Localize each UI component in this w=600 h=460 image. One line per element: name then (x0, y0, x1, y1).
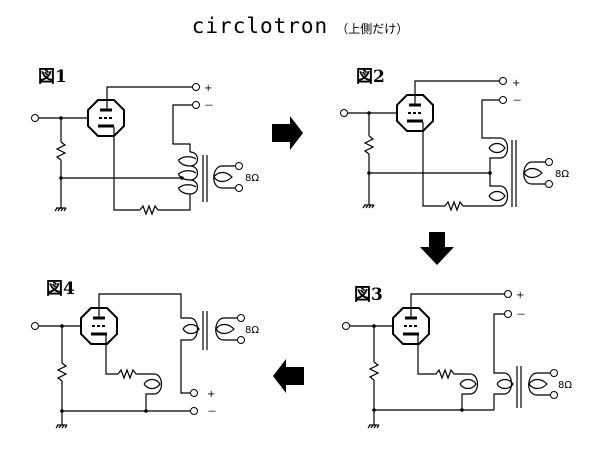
minus-label: － (204, 101, 214, 112)
output-terminal (550, 369, 558, 377)
figure-1-label: 図1 (38, 67, 67, 87)
figure-2-circuit: + － 8Ω (340, 77, 569, 212)
input-terminal (342, 322, 350, 330)
output-terminal (545, 180, 553, 188)
primary-winding (180, 317, 200, 394)
output-terminal (237, 336, 245, 344)
input-terminal (340, 109, 348, 117)
grid-resistor (56, 362, 68, 382)
title-main: circlotron (191, 14, 329, 38)
arrow-right-icon (272, 116, 303, 150)
vacuum-tube-icon (86, 98, 126, 138)
cathode-winding (454, 373, 479, 410)
load-label: 8Ω (245, 325, 259, 336)
output-terminal (237, 314, 245, 322)
output-terminal (235, 184, 243, 192)
figure-4-circuit: － + 8Ω (31, 293, 259, 429)
input-terminal (31, 114, 39, 122)
ground-icon (367, 424, 380, 429)
minus-terminal (499, 96, 507, 104)
figure-1-circuit: + － 8Ω (31, 83, 259, 216)
plus-terminal (499, 77, 507, 85)
secondary-winding (523, 161, 546, 185)
grid-resistor (363, 135, 375, 155)
primary-winding (488, 137, 509, 207)
output-terminal (545, 158, 553, 166)
cathode-resistor (139, 204, 159, 216)
grid-resistor (368, 361, 380, 381)
load-label: 8Ω (555, 169, 569, 180)
secondary-winding (213, 165, 236, 189)
input-terminal (31, 322, 39, 330)
arrow-left-icon (273, 359, 304, 393)
plus-label: + (207, 389, 215, 400)
minus-terminal (192, 101, 200, 109)
plus-terminal (190, 389, 198, 397)
plus-terminal (192, 83, 200, 91)
primary-winding (493, 372, 514, 410)
ground-icon (55, 424, 68, 429)
minus-label: － (512, 96, 522, 107)
plus-label: + (512, 78, 520, 89)
plus-label: + (516, 290, 524, 301)
plus-label: + (204, 83, 212, 94)
output-terminal (550, 391, 558, 399)
cathode-resistor (444, 200, 464, 212)
figure-2-label: 図2 (356, 67, 385, 87)
primary-winding (178, 151, 199, 198)
load-label: 8Ω (558, 380, 572, 391)
ground-icon (54, 207, 67, 212)
load-label: 8Ω (245, 173, 259, 184)
arrow-down-icon (420, 232, 454, 265)
minus-label: － (207, 407, 217, 418)
minus-terminal (504, 310, 512, 318)
cathode-resistor (117, 368, 137, 380)
title-sub: （上側だけ） (336, 22, 409, 36)
figure-3-label: 図3 (354, 285, 383, 305)
output-terminal (235, 162, 243, 170)
secondary-winding (528, 372, 551, 396)
cathode-resistor (435, 368, 455, 380)
secondary-winding (215, 317, 238, 341)
diagram-title: circlotron （上側だけ） (0, 14, 600, 38)
figure-3-circuit: + － 8Ω (342, 290, 572, 429)
minus-terminal (190, 407, 198, 415)
grid-resistor (55, 141, 67, 161)
plus-terminal (504, 290, 512, 298)
cathode-winding (136, 373, 163, 411)
minus-label: － (516, 310, 526, 321)
ground-icon (362, 204, 375, 209)
figure-4-label: 図4 (46, 279, 75, 299)
